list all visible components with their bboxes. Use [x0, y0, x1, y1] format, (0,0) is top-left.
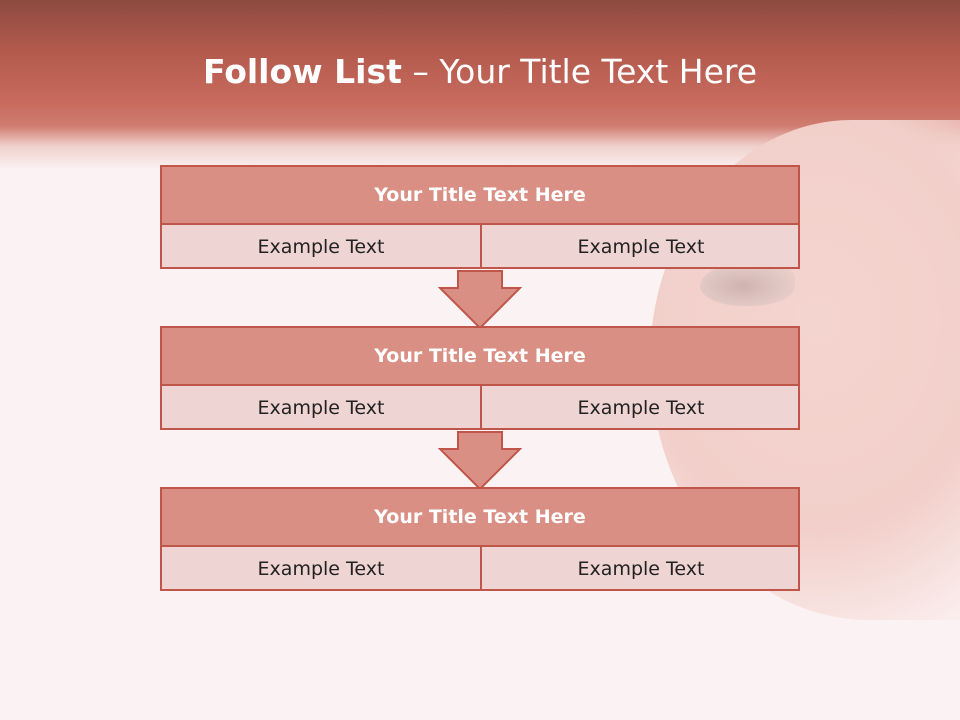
step-title: Your Title Text Here: [162, 167, 798, 225]
step-title: Your Title Text Here: [162, 328, 798, 386]
step-text-right: Example Text: [577, 236, 705, 258]
step-text-right: Example Text: [577, 397, 705, 419]
step-box-1: Your Title Text Here Example Text Exampl…: [160, 165, 800, 269]
lips-shape: [700, 262, 795, 306]
down-arrow-icon: [438, 431, 522, 491]
step-text-left: Example Text: [162, 547, 482, 591]
slide-title-rest: – Your Title Text Here: [401, 52, 758, 91]
step-text-left: Example Text: [162, 225, 482, 269]
slide-title-bold: Follow List: [202, 52, 402, 91]
step-title: Your Title Text Here: [162, 489, 798, 547]
step-text-left: Example Text: [162, 386, 482, 430]
step-box-3: Your Title Text Here Example Text Exampl…: [160, 487, 800, 591]
step-box-2: Your Title Text Here Example Text Exampl…: [160, 326, 800, 430]
slide-title: Follow List – Your Title Text Here: [0, 52, 960, 91]
step-text-right: Example Text: [577, 558, 705, 580]
down-arrow-icon: [438, 270, 522, 330]
